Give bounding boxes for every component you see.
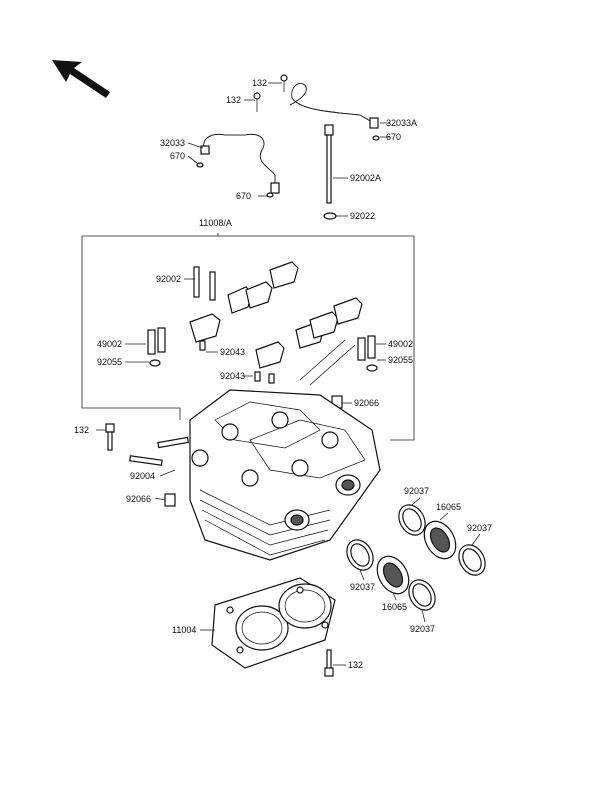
oring-92055 — [149, 359, 161, 367]
label-49002: 49002 — [97, 339, 122, 349]
label-92037: 92037 — [410, 624, 435, 634]
intake-clamp-92037 — [398, 504, 426, 536]
bolt-132-left — [105, 423, 115, 451]
label-92022: 92022 — [350, 211, 375, 221]
dowel-92004 — [157, 436, 189, 449]
camshaft-caps — [189, 261, 363, 369]
intake-rubber-16065 — [376, 555, 410, 595]
valve-adjuster-49002-left — [147, 327, 166, 355]
label-92004: 92004 — [130, 471, 155, 481]
label-670: 670 — [170, 151, 185, 161]
label-92055: 92055 — [97, 357, 122, 367]
washer-670 — [266, 192, 274, 198]
washer-670 — [196, 162, 204, 168]
cylinder-head-body — [189, 389, 381, 561]
label-670: 670 — [236, 191, 251, 201]
label-32033A: 32033A — [386, 118, 417, 128]
oring-92055 — [366, 364, 378, 372]
intake-clamp-92037 — [346, 539, 374, 571]
label-92037: 92037 — [467, 523, 492, 533]
intake-clamp-92037 — [458, 544, 486, 576]
long-bolt-92002A — [324, 124, 334, 204]
pin-92043 — [199, 340, 206, 351]
intake-clamp-92037 — [408, 579, 436, 611]
label-92002A: 92002A — [350, 173, 381, 183]
hatch-overlay — [299, 339, 356, 386]
head-gasket-11004 — [211, 577, 336, 669]
bolt-132-bottom — [324, 649, 334, 677]
hose-end-fitting — [270, 182, 280, 194]
label-92002: 92002 — [156, 274, 181, 284]
front-direction-arrow-icon — [52, 60, 110, 98]
bolt-132 — [280, 74, 288, 92]
bolt-132 — [253, 92, 261, 112]
label-11004: 11004 — [172, 625, 196, 635]
part-labels: 132 132 32033 670 670 32033A 670 92002A … — [74, 78, 492, 670]
label-16065: 16065 — [382, 602, 407, 612]
label-132: 132 — [226, 95, 241, 105]
label-92037: 92037 — [350, 582, 375, 592]
label-92066: 92066 — [126, 494, 151, 504]
washer-670 — [372, 135, 380, 141]
plug-92066 — [164, 493, 176, 507]
hose-end-fitting — [369, 117, 379, 129]
pin-92043 — [254, 371, 261, 382]
studs-92002 — [193, 266, 216, 301]
label-92066: 92066 — [354, 398, 379, 408]
label-32033: 32033 — [160, 138, 185, 148]
label-11008A: 11008/A — [199, 218, 232, 228]
washer-92022 — [323, 212, 337, 220]
label-92043: 92043 — [220, 371, 245, 381]
label-132: 132 — [252, 78, 267, 88]
label-49002: 49002 — [388, 339, 413, 349]
group-frame — [218, 235, 415, 441]
label-132: 132 — [74, 425, 89, 435]
label-92037: 92037 — [404, 486, 429, 496]
intake-rubber-16065 — [423, 520, 457, 560]
label-16065: 16065 — [436, 502, 461, 512]
breather-hose-assembly — [196, 74, 380, 198]
leader-lines — [96, 82, 481, 666]
valve-adjuster-49002-right — [357, 335, 376, 361]
pin-92043 — [268, 373, 275, 384]
label-92055: 92055 — [388, 355, 413, 365]
hose-end-fitting — [200, 145, 210, 155]
label-132: 132 — [348, 660, 363, 670]
dowel-92004 — [129, 455, 163, 466]
label-92043: 92043 — [220, 347, 245, 357]
label-670: 670 — [386, 132, 401, 142]
group-frame — [81, 233, 219, 420]
